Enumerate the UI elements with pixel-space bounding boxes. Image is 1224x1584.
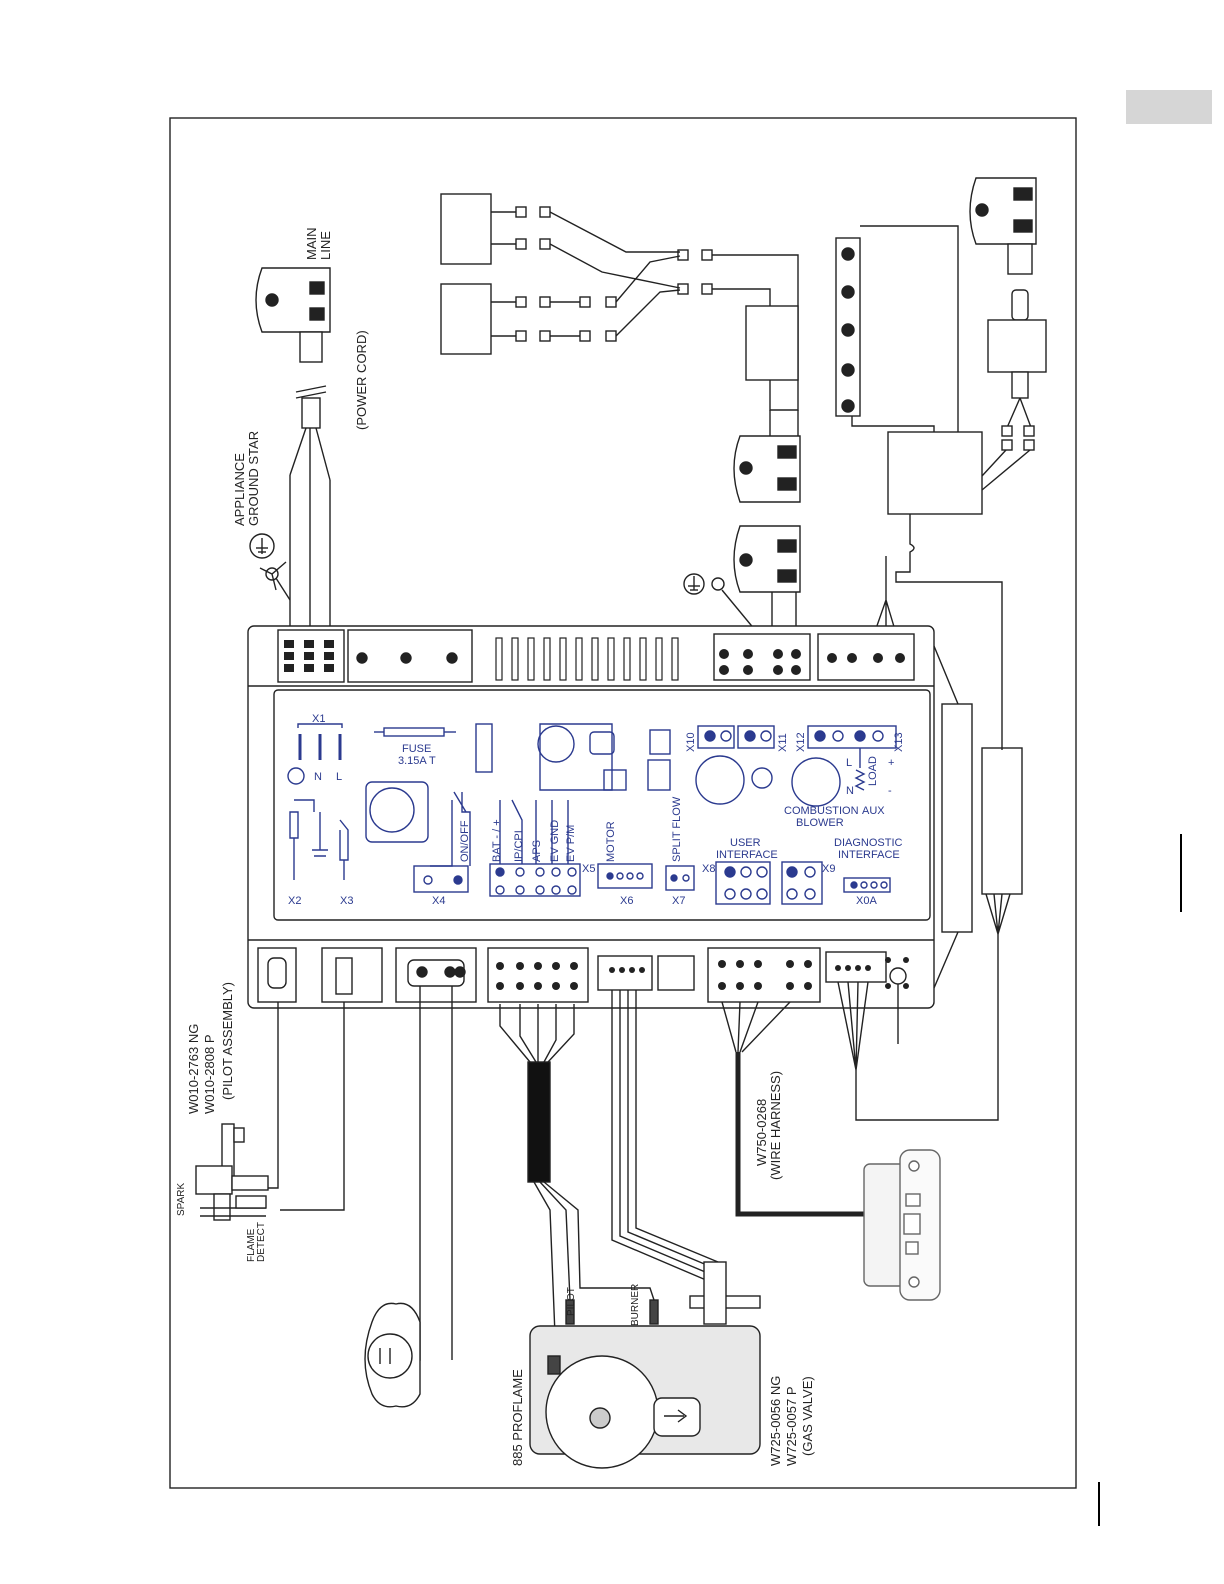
x0a-label: X0A: [856, 895, 877, 907]
aps-label: APS: [531, 840, 543, 862]
power-cord-label: (POWER CORD): [354, 330, 369, 430]
margin-rule-upper: [1180, 834, 1182, 912]
pilot-assembly-label-3: (PILOT ASSEMBLY): [220, 982, 235, 1100]
n-small-label: N: [846, 785, 854, 797]
flame-detect-label-1: FLAME: [246, 1228, 257, 1262]
pilot-assembly: [195, 1123, 269, 1221]
ground-star-symbol: [249, 533, 287, 591]
section-tab: [1126, 90, 1212, 124]
l-small-label: L: [846, 757, 852, 769]
motor-label: MOTOR: [605, 821, 617, 862]
diagnostic-interface-label-1: DIAGNOSTIC: [834, 837, 903, 849]
line-label: L: [336, 771, 342, 783]
outlet-plug-upper: [733, 435, 801, 503]
outlet-plug-far-right: [969, 177, 1037, 275]
wall-switch: [863, 1149, 941, 1301]
ev-pm-label: EV P/M: [565, 825, 577, 862]
appliance-ground-label-1: APPLIANCE: [232, 453, 247, 526]
proflame-label: 885 PROFLAME: [510, 1369, 525, 1466]
user-interface-label-2: INTERFACE: [716, 849, 778, 861]
aux-label: AUX: [862, 805, 885, 817]
x11-label: X11: [777, 733, 789, 752]
x12-label: X12: [795, 732, 807, 752]
split-flow-label: SPLIT FLOW: [671, 796, 683, 862]
x7-label: X7: [672, 895, 685, 907]
combustion-label: COMBUSTION: [784, 805, 859, 817]
pilot-assembly-label-2: W010-2808 P: [202, 1035, 217, 1115]
x13-label: X13: [893, 732, 905, 752]
x9-label: X9: [822, 863, 835, 875]
main-line-label-2: LINE: [318, 231, 333, 260]
fan-modules: [440, 193, 799, 438]
thermocouple-adapter: [981, 289, 1047, 491]
gas-valve-label-3: (GAS VALVE): [800, 1376, 815, 1456]
x3-label: X3: [340, 895, 353, 907]
diagnostic-interface-label-2: INTERFACE: [838, 849, 900, 861]
neutral-label: N: [314, 771, 322, 783]
main-line-plug: [255, 267, 331, 630]
terminal-strip: [835, 225, 959, 432]
wire-harness-label-1: W750-0268: [754, 1099, 769, 1166]
x2-label: X2: [288, 895, 301, 907]
x8-label: X8: [702, 863, 715, 875]
load-label: LOAD: [867, 756, 879, 786]
x10-label: X10: [685, 732, 697, 752]
wire-harness-label-2: (WIRE HARNESS): [768, 1071, 783, 1180]
board-text: X1 N L FUSE 3.15A T ON/OFF BAT - / + IP/…: [288, 713, 905, 907]
plus-label: +: [888, 757, 894, 769]
gas-valve: [529, 1261, 761, 1469]
x5-label: X5: [582, 863, 595, 875]
board-print: [287, 723, 897, 905]
bottom-connector-pins: [496, 957, 909, 990]
gas-valve-label-2: W725-0057 P: [784, 1387, 799, 1467]
x6-label: X6: [620, 895, 633, 907]
fuse-rating-label: 3.15A T: [398, 755, 436, 767]
x1-label: X1: [312, 713, 325, 725]
pilot-label: PILOT: [566, 1287, 577, 1316]
minus-label: -: [888, 785, 892, 797]
main-line-label-1: MAIN: [304, 228, 319, 261]
fuse-label: FUSE: [402, 743, 431, 755]
pilot-assembly-label-1: W010-2763 NG: [186, 1024, 201, 1114]
ip-cpi-label: IP/CPI: [513, 830, 525, 862]
user-interface-label-1: USER: [730, 837, 761, 849]
on-off-label: ON/OFF: [459, 820, 471, 862]
x1-plug-pins: [284, 640, 905, 675]
burner-label: BURNER: [630, 1284, 641, 1326]
blower-label: BLOWER: [796, 817, 844, 829]
margin-rule-lower: [1098, 1482, 1100, 1526]
board-vents: [495, 637, 679, 681]
bat-label: BAT - / +: [491, 819, 503, 862]
spark-label: SPARK: [176, 1183, 187, 1216]
ev-gnd-label: EV GND: [549, 820, 561, 862]
flame-detect-label-2: DETECT: [256, 1222, 267, 1262]
outlet-plug-lower: [733, 525, 801, 636]
on-off-switch: [364, 1302, 421, 1408]
bottom-connectors: [257, 645, 1023, 1003]
x4-label: X4: [432, 895, 445, 907]
gas-valve-label-1: W725-0056 NG: [768, 1376, 783, 1466]
appliance-ground-label-2: GROUND STAR: [246, 431, 261, 526]
diagram-frame: [169, 117, 1077, 1489]
